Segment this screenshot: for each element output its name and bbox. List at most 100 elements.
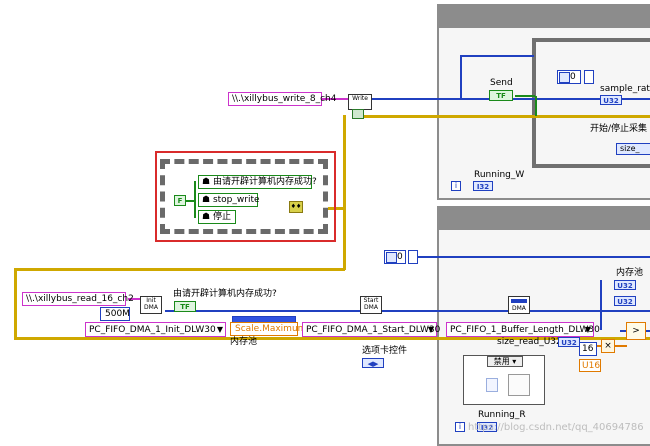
ring-dropdown-icon: ▼ xyxy=(584,325,591,334)
running-w-label: Running_W xyxy=(474,170,525,180)
error-wire-bottom xyxy=(14,337,650,340)
false-constant[interactable]: F xyxy=(174,195,186,206)
buffer-len-ring[interactable]: PC_FIFO_1_Buffer_Length_DLW30▼ xyxy=(446,322,600,337)
write-path-text: \\.\xillybus_write_8_ch4 xyxy=(232,94,337,104)
cluster-item-1[interactable]: ☗ 由请开辟计算机内存成功? xyxy=(198,175,317,189)
memory-pool-u32-1[interactable]: U32 xyxy=(614,280,636,290)
zero-mid-value: 0 xyxy=(397,252,403,262)
bool-wire-send xyxy=(515,95,535,97)
index-array-icon-mid[interactable] xyxy=(408,250,418,264)
sample-rate-type: U32 xyxy=(603,97,619,105)
ring-dropdown-icon: ▼ xyxy=(427,325,434,334)
cluster-item-3-text: 停止 xyxy=(212,212,231,222)
init-ring[interactable]: PC_FIFO_DMA_1_Init_DLW30▼ xyxy=(85,322,226,337)
zero-control-mid[interactable]: 0 xyxy=(384,250,406,264)
size-label: size_ xyxy=(620,144,640,153)
init-ring-text: PC_FIFO_DMA_1_Init_DLW30 xyxy=(89,325,216,335)
running-r-label: Running_R xyxy=(478,410,526,420)
memory-pool-u32-2-type: U32 xyxy=(617,298,633,306)
cluster-item-2[interactable]: ☗ stop_write xyxy=(198,193,260,207)
running-r-terminal[interactable]: I32 xyxy=(477,422,497,432)
size-read-type: U32 xyxy=(561,339,577,347)
case-selector-bar-bottom[interactable] xyxy=(439,208,650,230)
refnum-wire-bottom2 xyxy=(165,310,650,312)
error-wire-top xyxy=(360,115,650,118)
start-ring[interactable]: PC_FIFO_DMA_1_Start_DLW30▼ xyxy=(302,322,441,337)
case-selector-bar[interactable] xyxy=(439,6,650,28)
bundle-icon[interactable]: ♦♦ xyxy=(289,201,303,213)
start-dma-subvi[interactable]: Start DMA xyxy=(360,296,382,314)
size-read-terminal[interactable]: U32 xyxy=(558,337,580,347)
highlight-box xyxy=(155,151,336,242)
send-terminal[interactable]: TF xyxy=(489,90,513,101)
running-r-iteration-icon: i xyxy=(455,422,465,432)
send-terminal-type: TF xyxy=(496,92,506,100)
read-path-constant[interactable]: \\.\xillybus_read_16_ch2 xyxy=(22,292,134,306)
read-path-text: \\.\xillybus_read_16_ch2 xyxy=(26,294,134,304)
scale-max-property[interactable]: Scale.Maximum xyxy=(230,322,306,336)
memory-pool-u32-1-type: U32 xyxy=(617,282,633,290)
alloc-success-type: TF xyxy=(180,303,190,311)
write-subvi-label: Write xyxy=(352,95,368,102)
write-subvi[interactable]: Write xyxy=(348,94,372,110)
start-ring-text: PC_FIFO_DMA_1_Start_DLW30 xyxy=(306,325,441,335)
init-dma-subvi[interactable]: Init DMA xyxy=(140,296,162,314)
size-terminal[interactable]: size_ xyxy=(616,143,650,155)
house-icon: ☗ xyxy=(202,177,211,187)
memory-pool-label: 内存池 xyxy=(230,337,258,347)
running-w-iteration-icon: i xyxy=(451,181,461,191)
start-subvi-label: Start DMA xyxy=(363,297,379,311)
buffer-subvi[interactable]: DMA xyxy=(508,296,530,314)
error-wire-mid xyxy=(14,268,345,271)
path-wire-read xyxy=(128,298,142,300)
cluster-bool-wire xyxy=(186,200,196,202)
alloc-success-terminal[interactable]: TF xyxy=(174,301,196,312)
card-control-terminal[interactable]: ◀▶ xyxy=(362,358,384,368)
start-stop-label: 开始/停止采集 xyxy=(590,124,648,134)
greater-equal-icon[interactable]: > xyxy=(626,322,646,340)
buffer-subvi-label: DMA xyxy=(512,305,526,312)
cluster-item-3[interactable]: ☗ 停止 xyxy=(198,210,236,224)
cluster-item-2-text: stop_write xyxy=(212,195,260,205)
zero-control-top[interactable]: 0 xyxy=(557,70,581,84)
sixteen-constant[interactable]: 16 xyxy=(579,342,597,356)
refnum-wire-top-up2 xyxy=(460,55,534,57)
index-array-icon[interactable] xyxy=(584,70,594,84)
error-wire-left-down xyxy=(14,268,17,338)
buffer-len-ring-text: PC_FIFO_1_Buffer_Length_DLW30 xyxy=(450,325,600,335)
disable-text: 禁用 xyxy=(493,357,510,366)
increment-icon[interactable] xyxy=(559,72,570,83)
cluster-bool-wire-v xyxy=(194,181,196,218)
house-icon: ☗ xyxy=(202,195,211,205)
sample-rate-terminal[interactable]: U32 xyxy=(600,95,622,105)
scale-max-text: Scale.Maximum xyxy=(235,324,307,334)
path-wire-top xyxy=(322,98,352,100)
u16-text: U16 xyxy=(582,361,601,371)
mem-500-constant[interactable]: 500M xyxy=(100,307,130,321)
running-w-type: I32 xyxy=(476,183,490,191)
house-icon: ☗ xyxy=(202,212,211,222)
zero-top-value: 0 xyxy=(570,72,576,82)
write-subvi-icon xyxy=(352,109,364,119)
memory-pool-u32-2[interactable]: U32 xyxy=(614,296,636,306)
multiply-icon[interactable]: × xyxy=(601,339,615,353)
running-w-terminal[interactable]: I32 xyxy=(473,181,493,191)
card-control-label: 选项卡控件 xyxy=(362,346,408,356)
init-subvi-label: Init DMA xyxy=(144,297,158,311)
increment-icon[interactable] xyxy=(386,252,397,263)
buffer-subvi-band xyxy=(511,299,527,303)
send-label: Send xyxy=(490,78,513,88)
cluster-item-1-text: 由请开辟计算机内存成功? xyxy=(212,177,317,187)
memory-pool-right-label: 内存池 xyxy=(616,268,644,278)
bool-wire-stop xyxy=(535,96,537,116)
u16-terminal[interactable]: U16 xyxy=(579,359,601,372)
disable-selector[interactable]: 禁用 ▾ xyxy=(487,356,523,367)
watermark: https://blog.csdn.net/qq_40694786 xyxy=(468,422,644,433)
alloc-success-label: 由请开辟计算机内存成功? xyxy=(173,289,277,299)
error-wire-vert xyxy=(343,115,346,270)
sixteen-text: 16 xyxy=(582,344,594,354)
disabled-numeric-icon xyxy=(486,378,498,392)
refnum-wire-right xyxy=(600,280,602,330)
refnum-wire-bottom xyxy=(410,256,650,258)
write-path-constant[interactable]: \\.\xillybus_write_8_ch4 xyxy=(228,92,336,106)
